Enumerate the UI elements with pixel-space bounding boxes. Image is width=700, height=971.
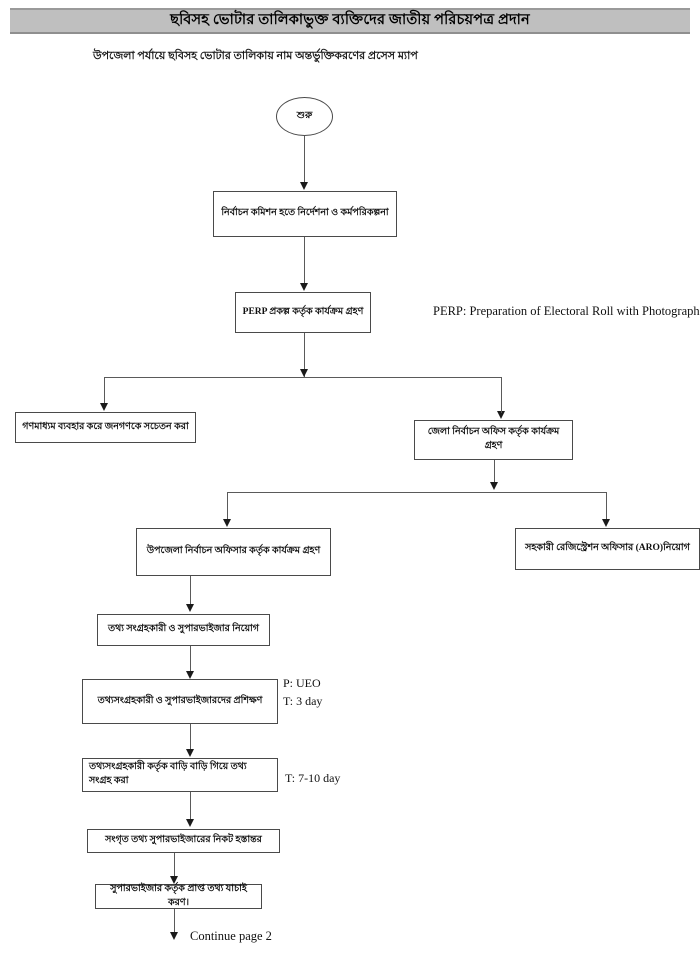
node-verify: সুপারভাইজার কর্তৃক প্রাপ্ত তথ্য যাচাই কর… — [95, 884, 262, 909]
arrowhead-to-district-office — [497, 411, 505, 419]
node-door-to-door-collection: তথ্যসংগ্রহকারী কর্তৃক বাড়ি বাড়ি গিয়ে … — [82, 758, 278, 792]
node-district-office: জেলা নির্বাচন অফিস কর্তৃক কার্যক্রম গ্রহ… — [414, 420, 573, 460]
page-title-bar: ছবিসহ ভোটার তালিকাভুক্ত ব্যক্তিদের জাতীয… — [10, 8, 690, 34]
arrowhead-to-hire-staff — [186, 604, 194, 612]
arrowhead-to-continue — [170, 932, 178, 940]
node-perp-project-label: PERP প্রকল্প কর্তৃক কার্যক্রম গ্রহণ — [242, 306, 364, 317]
node-start: শুরু — [276, 97, 333, 136]
arrowhead-to-media-aware — [100, 403, 108, 411]
connector-collection-to-handover — [190, 792, 191, 824]
node-upazila-officer: উপজেলা নির্বাচন অফিসার কর্তৃক কার্যক্রম … — [136, 528, 331, 576]
connector-start-to-directive — [304, 136, 305, 183]
node-training-label: তথ্যসংগ্রহকারী ও সুপারভাইজারদের প্রশিক্ষ… — [97, 695, 263, 706]
connector-handover-to-verify — [174, 853, 175, 881]
arrowhead-to-directive — [300, 182, 308, 190]
connector-training-to-collection — [190, 724, 191, 754]
connector-directive-to-perp — [304, 237, 305, 284]
node-handover-label: সংগৃত তথ্য সুপারভাইজারের নিকট হস্তান্তর — [105, 835, 262, 846]
page-subtitle: উপজেলা পর্যায়ে ছবিসহ ভোটার তালিকায় নাম… — [93, 50, 418, 62]
node-handover: সংগৃত তথ্য সুপারভাইজারের নিকট হস্তান্তর — [87, 829, 280, 853]
arrowhead-to-perp — [300, 283, 308, 291]
connector-verify-to-continue — [174, 909, 175, 937]
node-door-to-door-collection-label: তথ্যসংগ্রহকারী কর্তৃক বাড়ি বাড়ি গিয়ে … — [89, 762, 247, 786]
collection-time-annotation: T: 7-10 day — [285, 771, 341, 785]
node-hire-staff-label: তথ্য সংগ্রহকারী ও সুপারভাইজার নিয়োগ — [107, 624, 260, 635]
node-aro-appointment-label: সহকারী রেজিস্ট্রেশন অফিসার (ARO)নিয়োগ — [525, 543, 690, 554]
connector-district-down — [494, 460, 495, 488]
connector-bus1-left-drop — [104, 377, 105, 405]
perp-legend: PERP: Preparation of Electoral Roll with… — [433, 304, 700, 318]
connector-perp-down — [304, 333, 305, 377]
node-district-office-label: জেলা নির্বাচন অফিস কর্তৃক কার্যক্রম গ্রহ… — [427, 427, 560, 451]
node-training: তথ্যসংগ্রহকারী ও সুপারভাইজারদের প্রশিক্ষ… — [82, 679, 278, 724]
node-media-awareness: গণমাধ্যম ব্যবহার করে জনগণকে সচেতন করা — [15, 412, 196, 443]
node-verify-label: সুপারভাইজার কর্তৃক প্রাপ্ত তথ্য যাচাই কর… — [110, 883, 247, 908]
connector-split-bus-1 — [104, 377, 501, 378]
node-ec-directive: নির্বাচন কমিশন হতে নির্দেশনা ও কর্মপরিকল… — [213, 191, 397, 237]
node-start-label: শুরু — [296, 111, 313, 121]
connector-bus2-right-drop — [606, 492, 607, 520]
connector-upazila-to-hire — [190, 576, 191, 607]
arrowhead-to-aro — [602, 519, 610, 527]
page-title: ছবিসহ ভোটার তালিকাভুক্ত ব্যক্তিদের জাতীয… — [170, 12, 530, 28]
arrowhead-split-bus-2 — [490, 482, 498, 490]
arrowhead-perp-bus — [300, 369, 308, 377]
node-ec-directive-label: নির্বাচন কমিশন হতে নির্দেশনা ও কর্মপরিকল… — [221, 208, 389, 219]
node-media-awareness-label: গণমাধ্যম ব্যবহার করে জনগণকে সচেতন করা — [22, 421, 189, 432]
connector-split-bus-2 — [227, 492, 606, 493]
arrowhead-to-training — [186, 671, 194, 679]
arrowhead-to-upazila-officer — [223, 519, 231, 527]
continue-page-label: Continue page 2 — [190, 929, 272, 943]
connector-hire-to-training — [190, 646, 191, 676]
node-aro-appointment: সহকারী রেজিস্ট্রেশন অফিসার (ARO)নিয়োগ — [515, 528, 700, 570]
node-perp-project: PERP প্রকল্প কর্তৃক কার্যক্রম গ্রহণ — [235, 292, 371, 333]
arrowhead-to-handover — [186, 819, 194, 827]
training-person-annotation: P: UEO — [283, 676, 321, 690]
arrowhead-to-collection — [186, 749, 194, 757]
connector-bus1-right-ext — [501, 377, 502, 413]
arrowhead-to-verify — [170, 876, 178, 884]
training-time-annotation: T: 3 day — [283, 694, 323, 708]
node-upazila-officer-label: উপজেলা নির্বাচন অফিসার কর্তৃক কার্যক্রম … — [146, 546, 321, 557]
node-hire-staff: তথ্য সংগ্রহকারী ও সুপারভাইজার নিয়োগ — [97, 614, 270, 646]
connector-bus2-left-drop — [227, 492, 228, 520]
